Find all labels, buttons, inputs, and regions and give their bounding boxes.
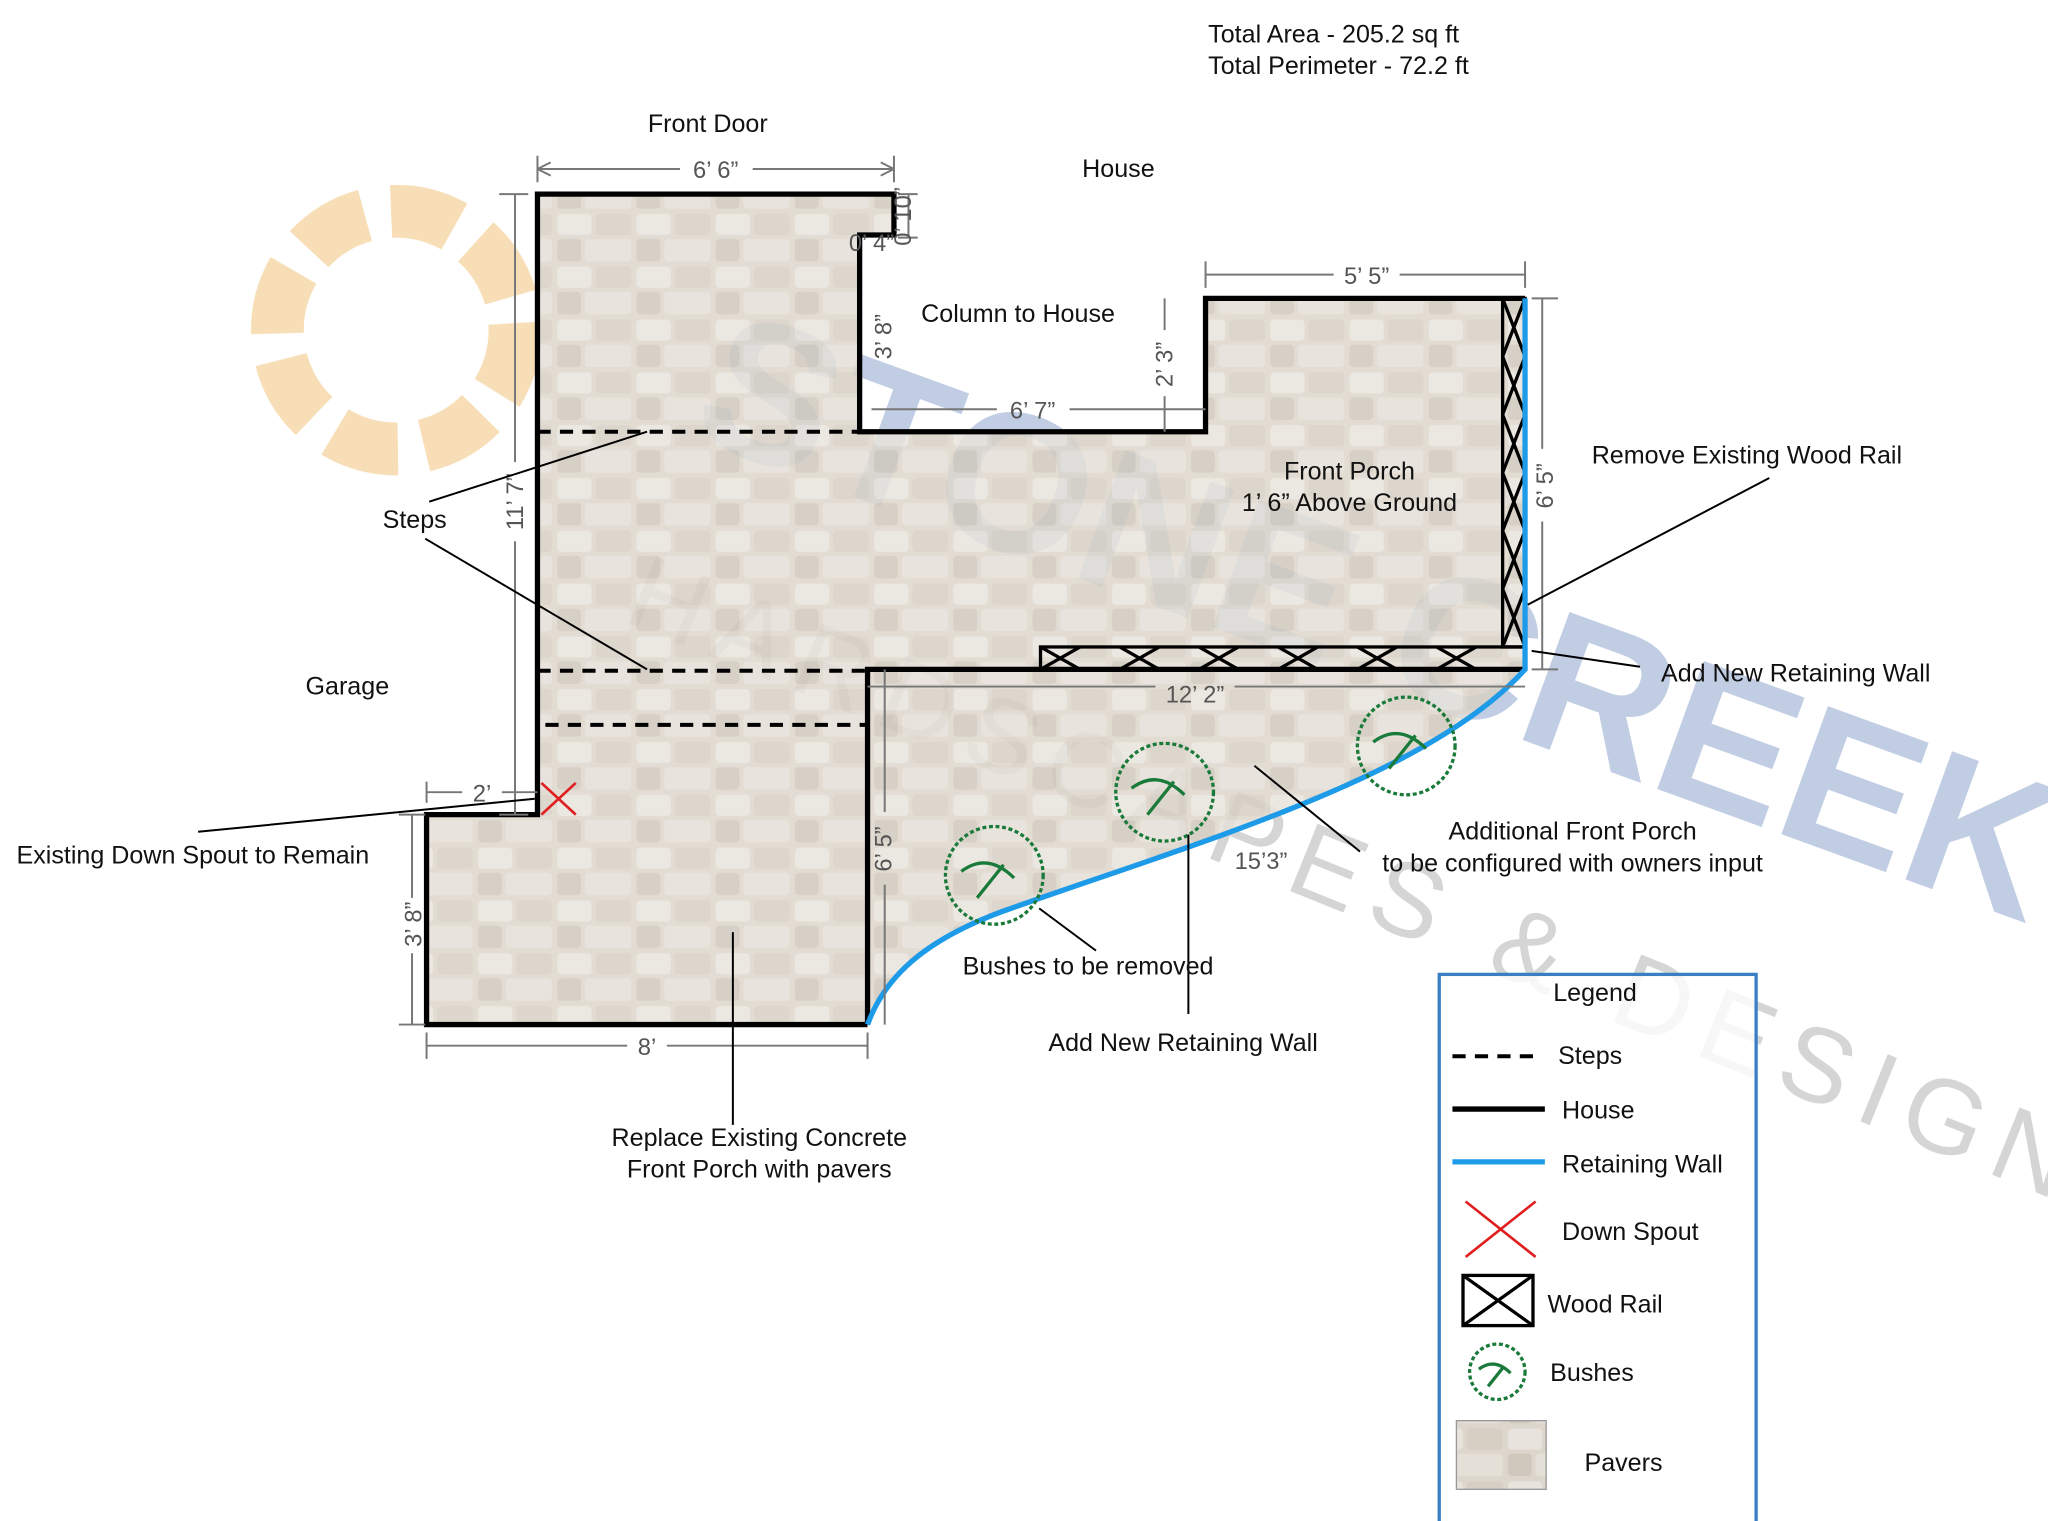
annotations: Total Area - 205.2 sq ft Total Perimeter… xyxy=(17,20,1931,1183)
steps-line xyxy=(537,429,868,727)
legend-wood-rail: Wood Rail xyxy=(1548,1290,1663,1318)
dim-small-v: 0’ 10” xyxy=(890,187,917,246)
label-remove-rail: Remove Existing Wood Rail xyxy=(1592,441,1902,469)
dim-left: 11’ 7” xyxy=(502,473,529,530)
label-garage: Garage xyxy=(306,672,390,700)
label-front-porch: Front Porch xyxy=(1284,457,1415,485)
label-add-wall-right: Add New Retaining Wall xyxy=(1661,659,1930,687)
dim-porch-step: 2’ 3” xyxy=(1152,342,1179,387)
legend-bushes: Bushes xyxy=(1550,1359,1634,1387)
total-perimeter: Total Perimeter - 72.2 ft xyxy=(1208,52,1469,80)
legend-pavers: Pavers xyxy=(1584,1449,1662,1477)
dim-porch-width: 12’ 2” xyxy=(1166,681,1225,708)
dim-curve: 15’3” xyxy=(1235,848,1288,875)
dim-spout: 2’ xyxy=(473,780,492,807)
label-front-door: Front Door xyxy=(648,110,768,138)
label-replace-1: Replace Existing Concrete xyxy=(612,1124,908,1152)
paver-area xyxy=(426,194,1526,1025)
label-replace-2: Front Porch with pavers xyxy=(627,1156,892,1184)
legend: Legend Steps House Retaining Wall Down S… xyxy=(1437,972,1758,1521)
legend-house: House xyxy=(1562,1096,1635,1124)
dim-top: 6’ 6” xyxy=(693,157,738,184)
dimension-lines xyxy=(398,155,1559,1059)
leader-lines xyxy=(198,430,1770,1125)
total-area: Total Area - 205.2 sq ft xyxy=(1208,20,1459,48)
dim-right: 6’ 5” xyxy=(1532,463,1559,508)
legend-down-spout: Down Spout xyxy=(1562,1218,1699,1246)
label-steps: Steps xyxy=(383,506,447,534)
dim-bottom-v: 3’ 8” xyxy=(400,901,427,946)
legend-wall: Retaining Wall xyxy=(1562,1150,1723,1178)
dim-small-h: 0’ 4” xyxy=(849,230,894,257)
label-bushes: Bushes to be removed xyxy=(963,952,1214,980)
bush-icon xyxy=(943,695,1457,926)
legend-bush-icon xyxy=(1467,1342,1527,1402)
dim-lower-v: 6’ 5” xyxy=(870,826,897,871)
dimension-labels: 6’ 6” 0’ 10” 0’ 4” 3’ 8” 6’ 7” 2’ 3” 5’ … xyxy=(400,157,1559,1061)
dim-porch-top: 5’ 5” xyxy=(1344,263,1389,290)
legend-steps: Steps xyxy=(1558,1042,1622,1070)
label-house: House xyxy=(1082,155,1155,183)
down-spout-icon xyxy=(540,781,577,816)
legend-title: Legend xyxy=(1553,979,1637,1007)
label-down-spout: Existing Down Spout to Remain xyxy=(17,841,370,869)
label-additional-2: to be configured with owners input xyxy=(1382,849,1763,877)
legend-down-spout-icon xyxy=(1464,1200,1537,1258)
dim-col-v: 3’ 8” xyxy=(870,314,897,359)
dim-col-h: 6’ 7” xyxy=(1010,398,1055,425)
label-porch-height: 1’ 6” Above Ground xyxy=(1242,489,1457,517)
retaining-wall xyxy=(865,298,1528,1026)
label-column: Column to House xyxy=(921,300,1115,328)
label-add-wall-bottom: Add New Retaining Wall xyxy=(1048,1029,1317,1057)
dim-bottom: 8’ xyxy=(638,1034,657,1061)
label-additional-1: Additional Front Porch xyxy=(1449,818,1697,846)
legend-wood-rail-icon xyxy=(1461,1273,1535,1328)
legend-pavers-swatch xyxy=(1455,1419,1547,1490)
